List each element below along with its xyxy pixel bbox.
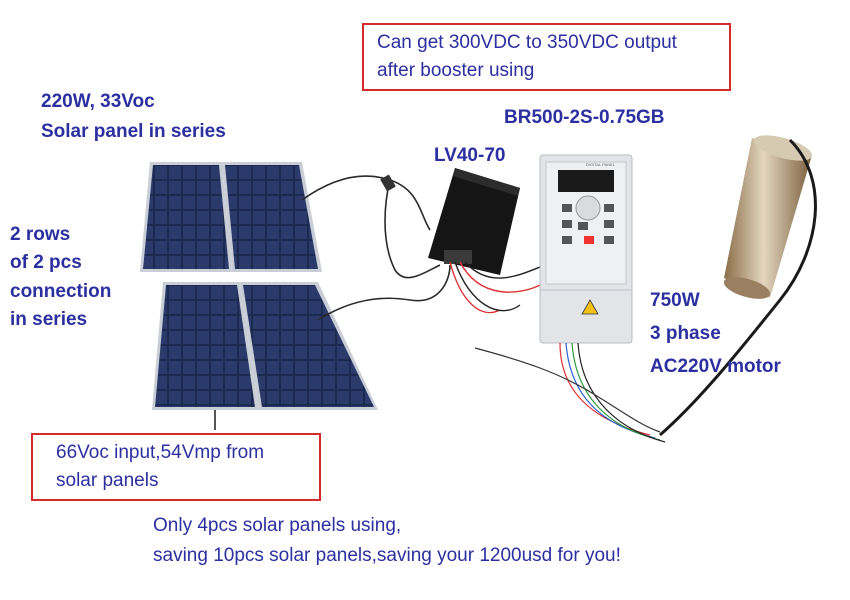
booster-wires (449, 261, 546, 314)
rows-line-3: connection (10, 281, 112, 302)
inverter-unit: DIGITAL PANEL (539, 154, 633, 344)
motor-line-1: 750W (650, 290, 700, 311)
solar-panel-bottom-right (240, 282, 378, 410)
booster-output-line-1: Can get 300VDC to 350VDC output (377, 32, 677, 53)
rows-line-1: 2 rows (10, 224, 71, 245)
input-callout: 66Voc input,54Vmp from solar panels (31, 433, 321, 501)
input-line-2: solar panels (56, 470, 159, 491)
booster-model-label: LV40-70 (434, 145, 506, 166)
booster-output-callout: Can get 300VDC to 350VDC output after bo… (362, 23, 731, 91)
rows-line-4: in series (10, 309, 88, 330)
footer-line-2: saving 10pcs solar panels,saving your 12… (153, 545, 621, 566)
panel-spec-line-2: Solar panel in series (41, 121, 226, 142)
motor-line-3: AC220V motor (650, 356, 781, 377)
inverter-knob (575, 195, 601, 221)
solar-panel-top-left (140, 162, 232, 272)
rows-line-2: of 2 pcs (10, 252, 82, 273)
motor-line-2: 3 phase (650, 323, 721, 344)
warning-icon (581, 299, 599, 315)
solar-panel-bottom-left (152, 282, 258, 410)
footer-line-1: Only 4pcs solar panels using, (153, 515, 402, 536)
solar-panel-top-right (222, 162, 322, 272)
inverter-display (558, 170, 614, 192)
panel-spec-line-1: 220W, 33Voc (41, 91, 155, 112)
booster-output-line-2: after booster using (377, 60, 535, 81)
input-line-1: 66Voc input,54Vmp from (56, 442, 265, 463)
pump-motor (723, 135, 812, 299)
inverter-wires (474, 342, 666, 443)
inverter-model-label: BR500-2S-0.75GB (504, 107, 665, 128)
inverter-brand: DIGITAL PANEL (586, 162, 616, 167)
wire-connector (380, 174, 396, 192)
booster-box (428, 168, 520, 275)
motor-cable (659, 138, 817, 437)
